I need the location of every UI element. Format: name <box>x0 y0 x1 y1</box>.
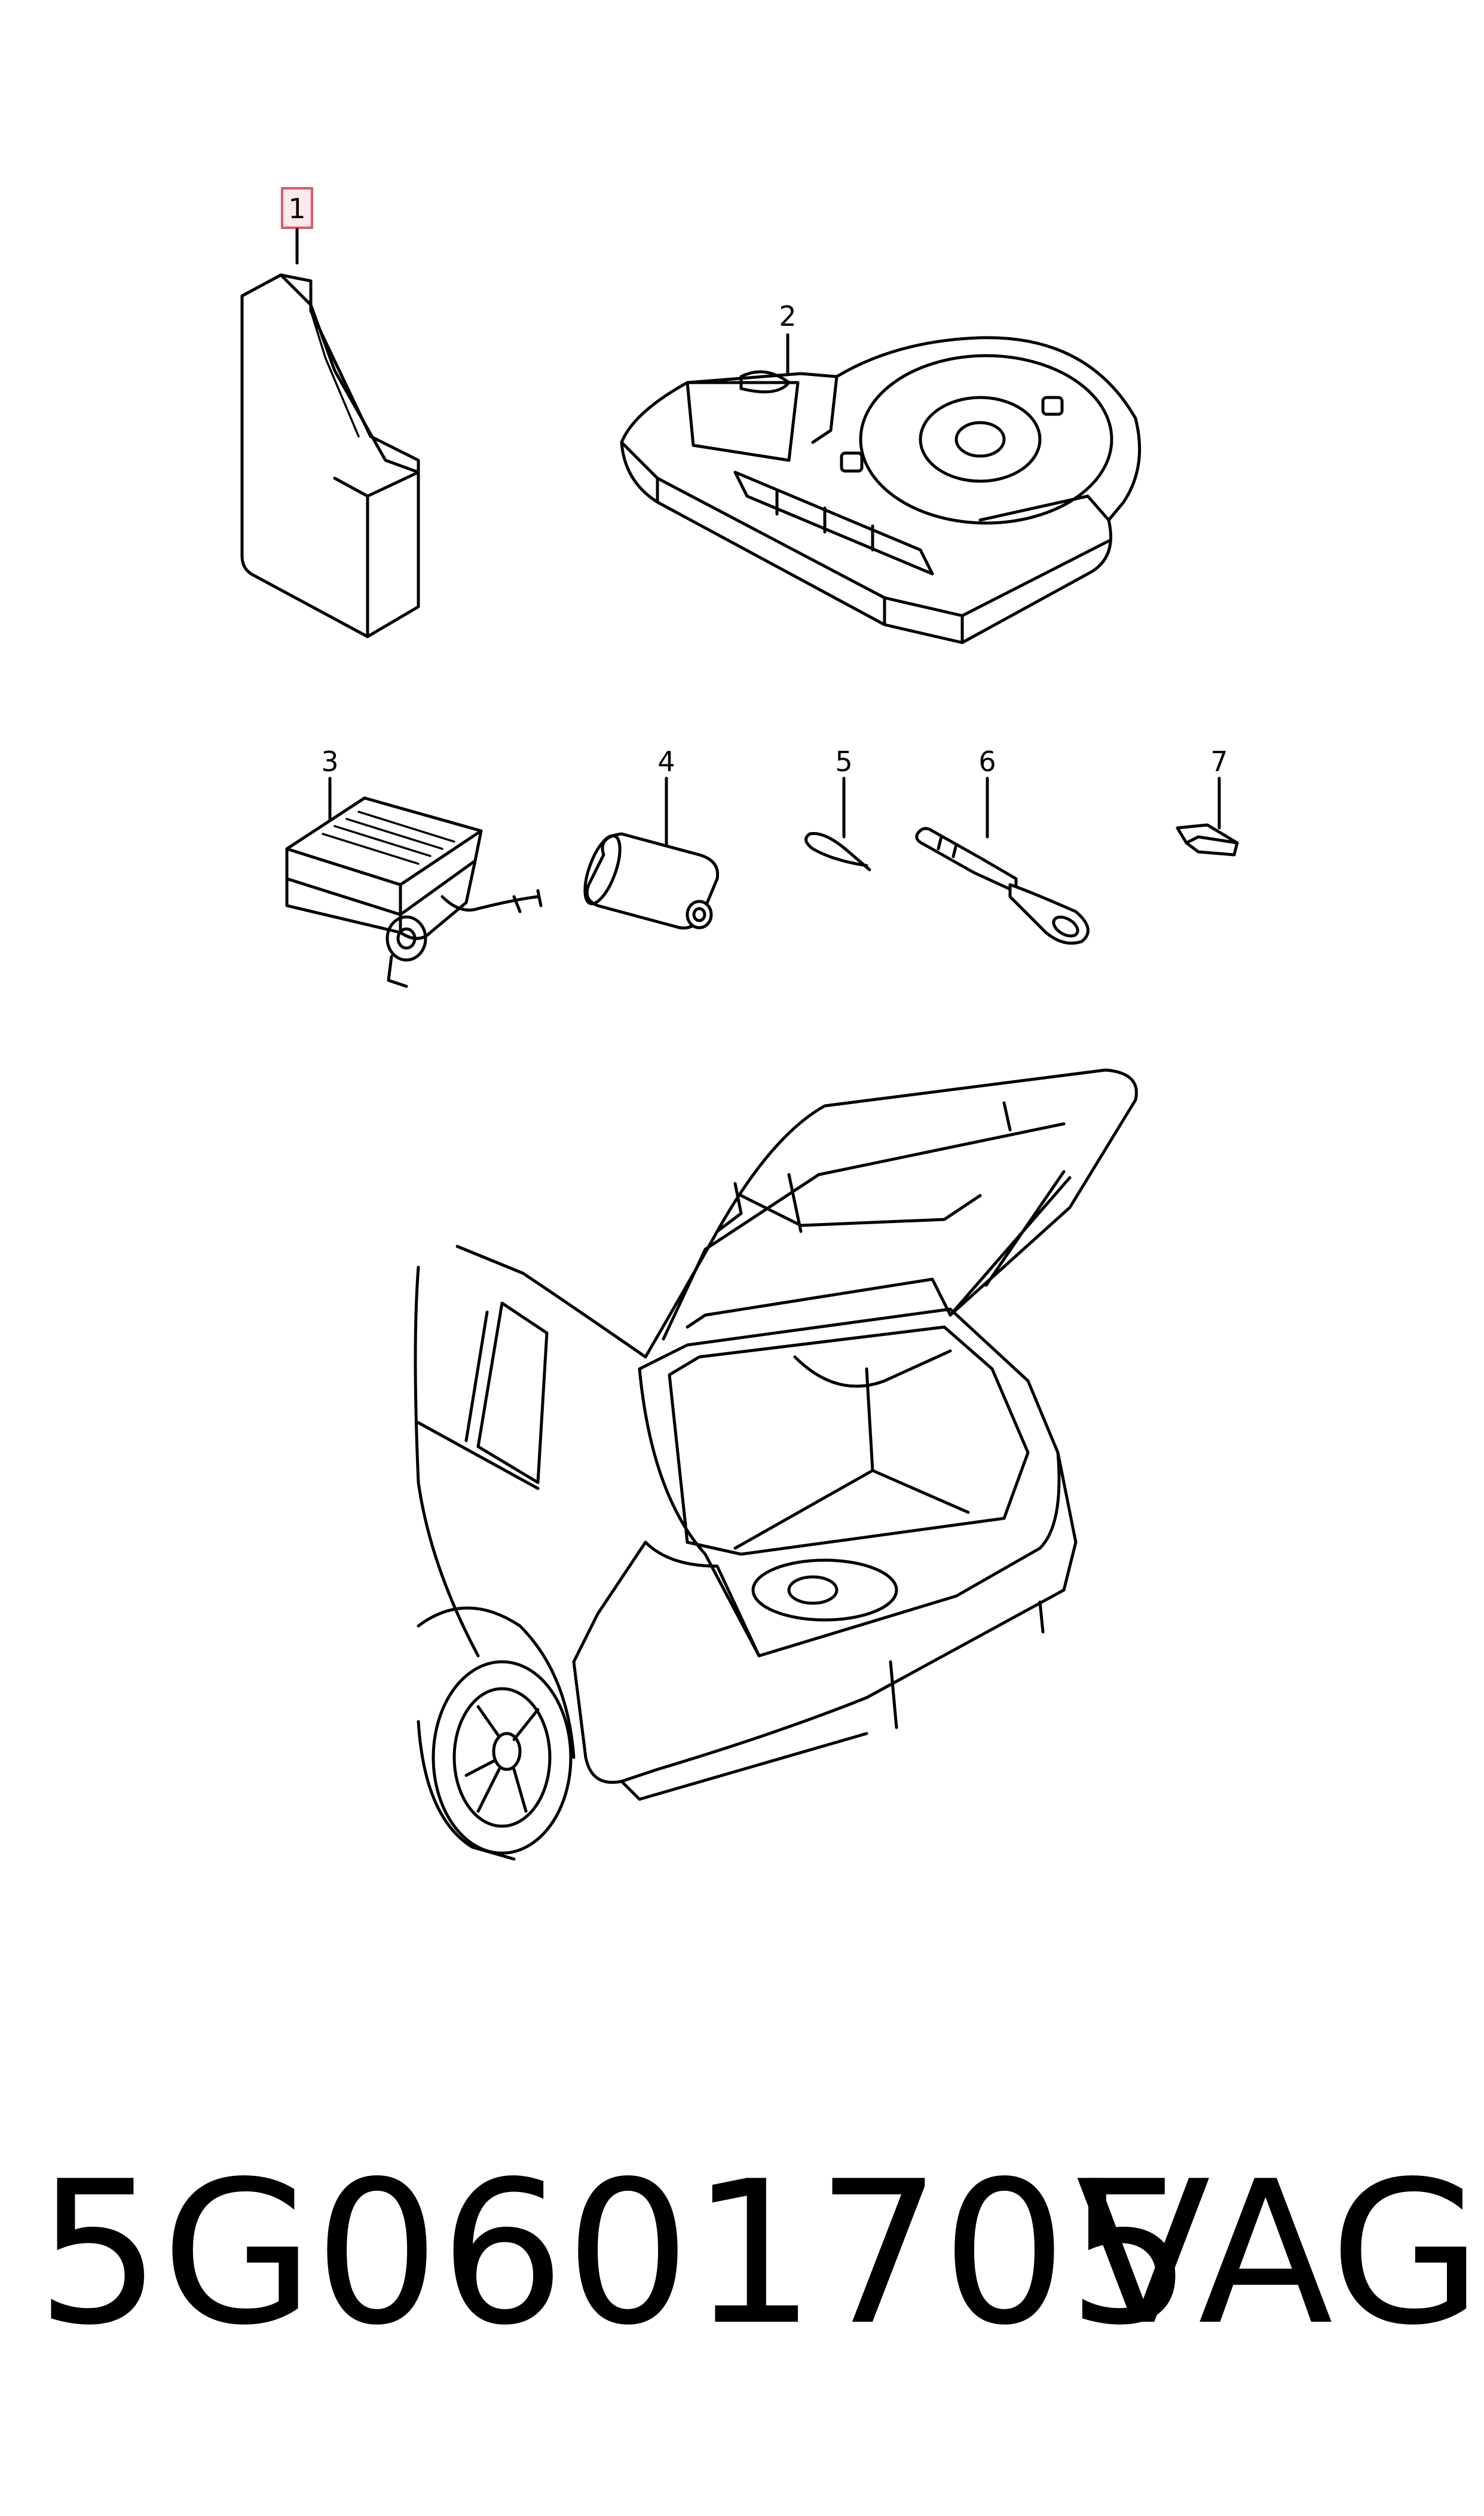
callout-1-highlight <box>281 187 313 229</box>
callout-2[interactable]: 2 <box>779 300 796 332</box>
part-7-plastic-clip[interactable]: 7 <box>1176 745 1239 857</box>
part-number-caption: 5G0601705 <box>36 2139 1193 2368</box>
callout-4[interactable]: 4 <box>657 745 675 778</box>
part-6-towing-eye[interactable]: 6 <box>915 745 1090 945</box>
part-2-foam-tray[interactable]: 2 <box>620 300 1142 644</box>
callout-3[interactable]: 3 <box>321 745 338 778</box>
callout-1[interactable]: 1 <box>288 192 305 225</box>
part-5-clip[interactable]: 5 <box>804 745 871 872</box>
car-rear-illustration <box>414 1068 1138 1861</box>
callout-5[interactable]: 5 <box>835 745 852 778</box>
part-1-storage-bag[interactable]: 1 <box>240 187 420 638</box>
brand-caption: VAG <box>1076 2139 1483 2368</box>
part-3-compressor[interactable]: 3 <box>285 745 543 988</box>
part-4-sealant-bottle[interactable]: 4 <box>578 745 720 930</box>
callout-6[interactable]: 6 <box>978 745 996 778</box>
callout-7[interactable]: 7 <box>1210 745 1228 778</box>
